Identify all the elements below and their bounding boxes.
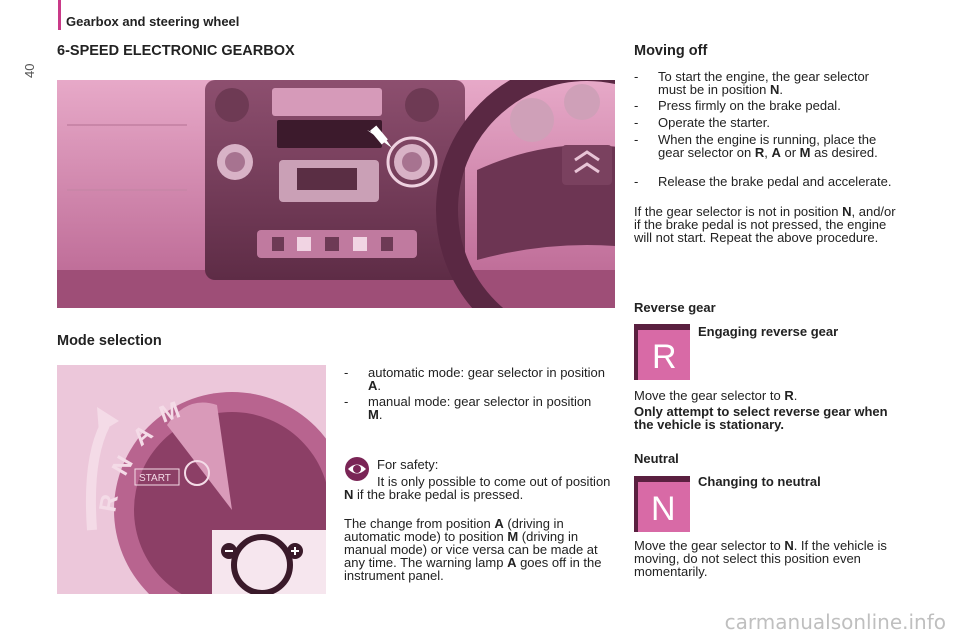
moving-off-step-1: -To start the engine, the gear selector … [634,69,870,97]
safety-intro: For safety: [377,457,439,472]
reverse-gear-title: Reverse gear [634,300,716,315]
moving-off-title: Moving off [634,43,708,59]
moving-off-step-3: -Operate the starter. [634,115,771,130]
knob-letter-r: R [94,492,124,514]
mode-change-text: The change from position A (driving in a… [344,516,602,583]
reverse-gear-warning: Only attempt to select reverse gear when… [634,404,888,432]
mode-item-automatic: - automatic mode: gear selector in posit… [344,365,606,393]
eye-icon [344,456,370,482]
page-number: 40 [22,63,37,78]
mode-selection-title: Mode selection [57,333,162,349]
svg-text:N: N [651,490,676,528]
reverse-gear-icon: R [634,324,690,380]
moving-off-note: If the gear selector is not in position … [634,204,896,245]
neutral-subtitle: Changing to neutral [698,474,821,489]
chapter-accent-bar [58,0,61,30]
mode-item-manual: - manual mode: gear selector in position… [344,394,592,422]
moving-off-step-2: -Press firmly on the brake pedal. [634,98,841,113]
footer-watermark: carmanualsonline.info [724,610,946,634]
reverse-gear-instruction: Move the gear selector to R. [634,388,798,403]
neutral-title: Neutral [634,451,679,466]
dashboard-photo [57,80,615,308]
svg-text:R: R [652,338,677,376]
gear-selector-knob-photo: R N A M START [57,365,326,594]
section-title: 6-SPEED ELECTRONIC GEARBOX [57,43,295,59]
moving-off-step-5: -Release the brake pedal and accelerate. [634,174,892,189]
knob-start-label: START [139,473,171,484]
neutral-gear-icon: N [634,476,690,532]
reverse-gear-subtitle: Engaging reverse gear [698,324,839,339]
moving-off-step-4: -When the engine is running, place the g… [634,132,878,160]
neutral-instruction: Move the gear selector to N. If the vehi… [634,538,887,579]
chapter-title: Gearbox and steering wheel [66,14,240,29]
safety-text: It is only possible to come out of posit… [344,474,611,502]
